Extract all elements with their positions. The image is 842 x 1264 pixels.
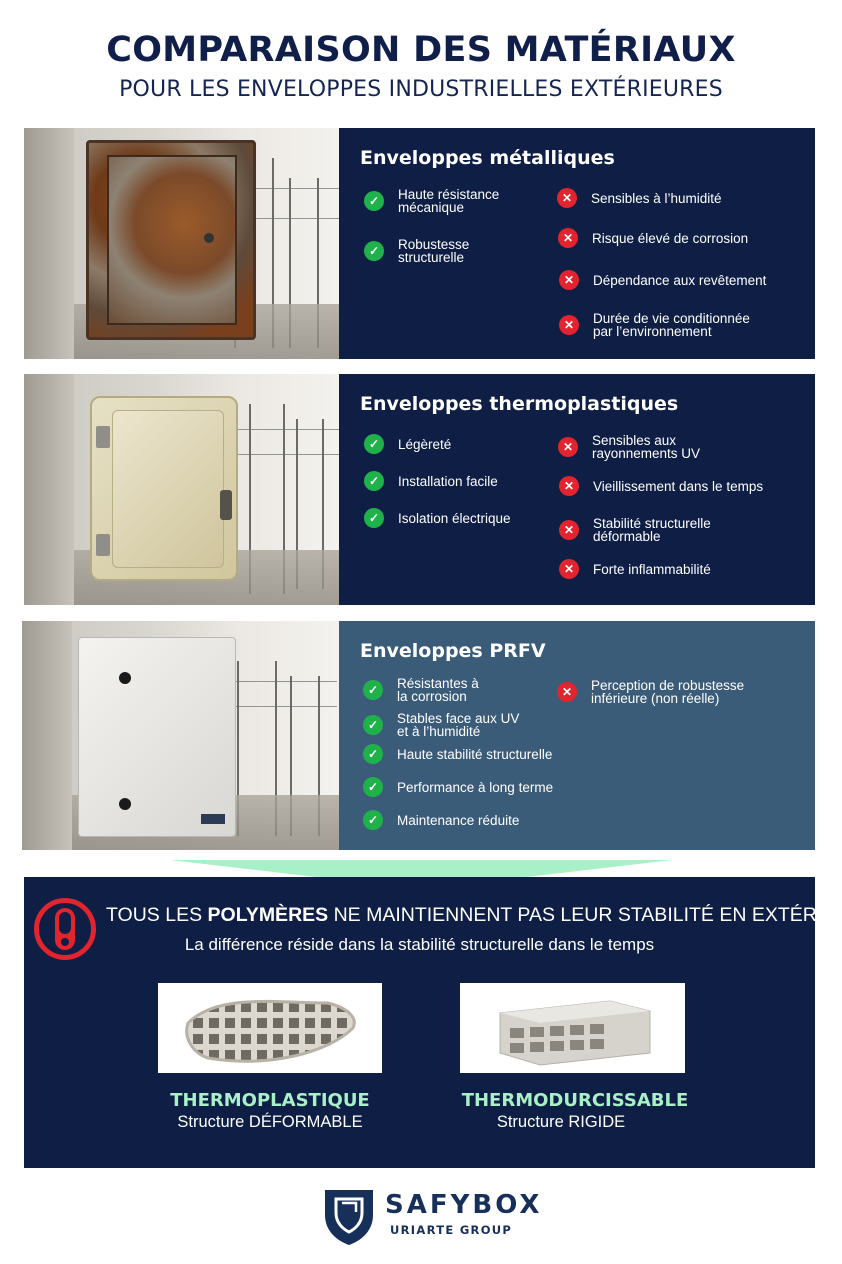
con-item: ✕Vieillissement dans le temps — [559, 476, 763, 496]
card-metal: Enveloppes métalliques ✓Haute résistance… — [24, 128, 815, 359]
pro-item: ✓Installation facile — [364, 471, 498, 491]
pro-item: ✓Résistantes à la corrosion — [363, 677, 479, 703]
safybox-shield-logo — [325, 1190, 373, 1245]
logo-group-name: URIARTE GROUP — [390, 1223, 513, 1237]
cross-circle-icon: ✕ — [559, 559, 579, 579]
polymer-warning-banner: TOUS LES POLYMÈRES NE MAINTIENNENT PAS L… — [24, 877, 842, 1168]
con-item: ✕Sensibles aux rayonnements UV — [558, 434, 700, 460]
metal-panel: Enveloppes métalliques ✓Haute résistance… — [339, 128, 815, 359]
con-item: ✕Perception de robustesse inférieure (no… — [557, 679, 744, 705]
page-title: COMPARAISON DES MATÉRIAUX — [106, 30, 736, 70]
funnel-arrow — [170, 860, 672, 888]
pro-item: ✓Isolation électrique — [364, 508, 511, 528]
cross-circle-icon: ✕ — [559, 476, 579, 496]
cross-circle-icon: ✕ — [557, 188, 577, 208]
pro-item: ✓Robustesse structurelle — [364, 238, 469, 264]
card-thermoplastic: Enveloppes thermoplastiques ✓Légèreté ✓I… — [24, 374, 815, 605]
check-circle-icon: ✓ — [364, 508, 384, 528]
con-item: ✕Forte inflammabilité — [559, 559, 711, 579]
pro-item: ✓Stables face aux UV et à l’humidité — [363, 712, 519, 738]
check-circle-icon: ✓ — [364, 471, 384, 491]
check-circle-icon: ✓ — [363, 744, 383, 764]
cross-circle-icon: ✕ — [557, 682, 577, 702]
thermoplastic-panel: Enveloppes thermoplastiques ✓Légèreté ✓I… — [339, 374, 815, 605]
check-circle-icon: ✓ — [363, 680, 383, 700]
prfv-panel: Enveloppes PRFV ✓Résistantes à la corros… — [339, 621, 815, 850]
check-circle-icon: ✓ — [363, 715, 383, 735]
thermoplastic-structure: Structure DÉFORMABLE — [177, 1113, 363, 1131]
con-item: ✕Dépendance aux revêtement — [559, 270, 766, 290]
pro-item: ✓Performance à long terme — [363, 777, 553, 797]
pro-item: ✓Haute résistance mécanique — [364, 188, 499, 214]
thermoset-structure: Structure RIGIDE — [496, 1113, 626, 1131]
pro-item: ✓Maintenance réduite — [363, 810, 519, 830]
pro-item: ✓Haute stabilité structurelle — [363, 744, 552, 764]
con-item: ✕Sensibles à l’humidité — [557, 188, 722, 208]
check-circle-icon: ✓ — [364, 434, 384, 454]
logo-wordmark: SAFYBOX — [385, 1190, 543, 1220]
card-title: Enveloppes thermoplastiques — [360, 393, 679, 415]
check-circle-icon: ✓ — [363, 777, 383, 797]
con-item: ✕Durée de vie conditionnée par l’environ… — [559, 312, 750, 338]
con-item: ✕Risque élevé de corrosion — [558, 228, 748, 248]
exclamation-circle-icon — [34, 898, 96, 960]
check-circle-icon: ✓ — [364, 241, 384, 261]
thermoplastic-label: THERMOPLASTIQUE — [170, 1090, 370, 1111]
card-prfv: Enveloppes PRFV ✓Résistantes à la corros… — [22, 621, 815, 850]
cross-circle-icon: ✕ — [559, 315, 579, 335]
con-item: ✕Stabilité structurelle déformable — [559, 517, 711, 543]
prfv-enclosure-photo — [22, 621, 339, 850]
check-circle-icon: ✓ — [364, 191, 384, 211]
card-title: Enveloppes PRFV — [360, 640, 546, 662]
check-circle-icon: ✓ — [363, 810, 383, 830]
cross-circle-icon: ✕ — [558, 437, 578, 457]
metal-enclosure-photo — [24, 128, 339, 359]
cross-circle-icon: ✕ — [558, 228, 578, 248]
thermoplastic-enclosure-photo — [24, 374, 339, 605]
thermoset-block-image — [460, 983, 685, 1073]
warning-subtitle: La différence réside dans la stabilité s… — [184, 935, 655, 954]
thermoplastic-grid-image — [158, 983, 382, 1073]
cross-circle-icon: ✕ — [559, 270, 579, 290]
page-subtitle: POUR LES ENVELOPPES INDUSTRIELLES EXTÉRI… — [119, 77, 723, 102]
warning-headline: TOUS LES POLYMÈRES NE MAINTIENNENT PAS L… — [106, 904, 842, 926]
cross-circle-icon: ✕ — [559, 520, 579, 540]
pro-item: ✓Légèreté — [364, 434, 451, 454]
thermoset-label: THERMODURCISSABLE — [461, 1090, 689, 1111]
card-title: Enveloppes métalliques — [360, 147, 615, 169]
